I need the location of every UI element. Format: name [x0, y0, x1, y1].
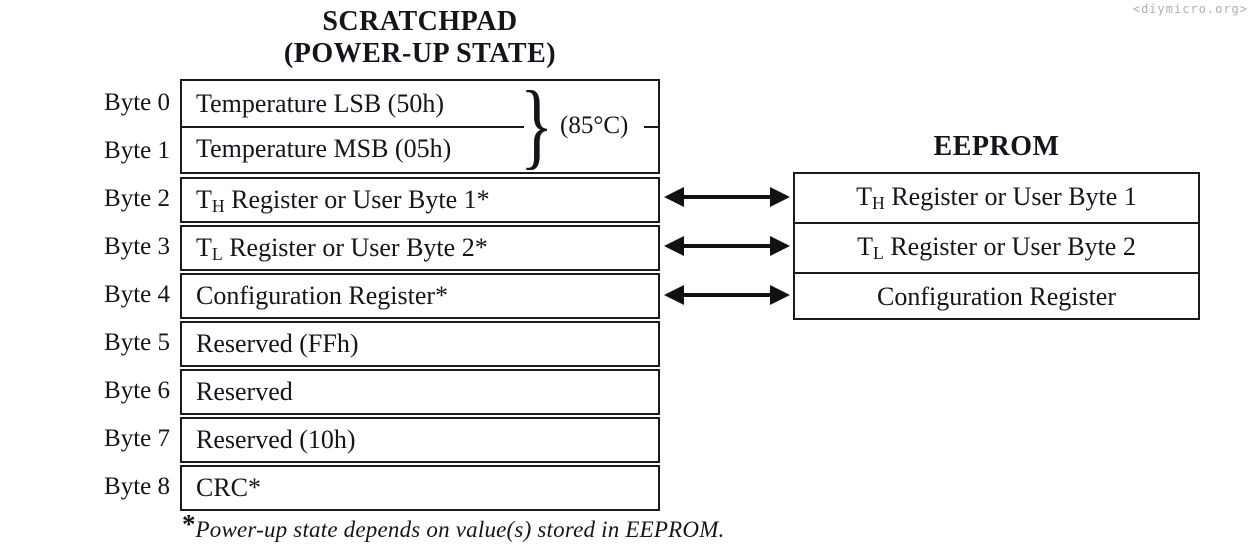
scratchpad-cell-temperature: Temperature LSB (50h) Temperature MSB (0… — [180, 75, 660, 175]
row-divider — [182, 126, 524, 128]
byte-label-5: Byte 5 — [104, 329, 170, 356]
eeprom-row-config: Configuration Register — [795, 272, 1198, 322]
footnote-asterisk: * — [182, 509, 196, 539]
byte-label-2: Byte 2 — [104, 185, 170, 212]
scratchpad-cell-crc: CRC* — [180, 465, 660, 511]
byte-label-7: Byte 7 — [104, 425, 170, 452]
scratchpad-title-line1: SCRATCHPAD — [322, 6, 518, 37]
watermark: <diymicro.org> — [1132, 2, 1248, 16]
scratchpad-cell-reserved-10h: Reserved (10h) — [180, 417, 660, 463]
byte-label-0: Byte 0 — [104, 89, 170, 116]
th-register-text: TH Register or User Byte 1* — [196, 185, 490, 216]
reserved-text: Reserved — [196, 377, 293, 406]
footnote-text: Power-up state depends on value(s) store… — [195, 517, 725, 542]
reserved-10h-text: Reserved (10h) — [196, 425, 356, 454]
byte-label-6: Byte 6 — [104, 377, 170, 404]
eeprom-title: EEPROM — [933, 131, 1060, 162]
temperature-msb-text: Temperature MSB (05h) — [196, 134, 452, 163]
scratchpad-title: SCRATCHPAD (POWER-UP STATE) — [180, 6, 660, 70]
byte-label-3: Byte 3 — [104, 233, 170, 260]
scratchpad-cell-th: TH Register or User Byte 1* — [180, 177, 660, 223]
tl-register-text: TL Register or User Byte 2* — [196, 233, 488, 264]
eeprom-row-th: TH Register or User Byte 1 — [856, 182, 1137, 213]
crc-text: CRC* — [196, 473, 262, 502]
scratchpad-title-line2: (POWER-UP STATE) — [283, 38, 557, 69]
bidirectional-arrow-tl — [664, 236, 790, 256]
temperature-annotation: (85°C) — [560, 112, 629, 139]
bidirectional-arrow-config — [664, 285, 790, 305]
eeprom-box: TH Register or User Byte 1 TL Register o… — [793, 172, 1200, 320]
byte-label-4: Byte 4 — [104, 281, 170, 308]
annotation-connector-line — [644, 126, 658, 128]
byte-label-8: Byte 8 — [104, 473, 170, 500]
byte-label-1: Byte 1 — [104, 137, 170, 164]
scratchpad-cell-reserved-ffh: Reserved (FFh) — [180, 321, 660, 367]
bidirectional-arrow-th — [664, 187, 790, 207]
temperature-lsb-text: Temperature LSB (50h) — [196, 89, 444, 118]
scratchpad-eeprom-arrows — [664, 187, 790, 305]
config-register-text: Configuration Register* — [196, 281, 449, 310]
scratchpad-cell-reserved: Reserved — [180, 369, 660, 415]
eeprom-row-tl: TL Register or User Byte 2 — [795, 222, 1198, 272]
scratchpad-cell-tl: TL Register or User Byte 2* — [180, 225, 660, 271]
reserved-ffh-text: Reserved (FFh) — [196, 329, 359, 358]
brace-glyph: } — [520, 71, 554, 178]
footnote: *Power-up state depends on value(s) stor… — [182, 509, 725, 544]
scratchpad-cell-config: Configuration Register* — [180, 273, 660, 319]
